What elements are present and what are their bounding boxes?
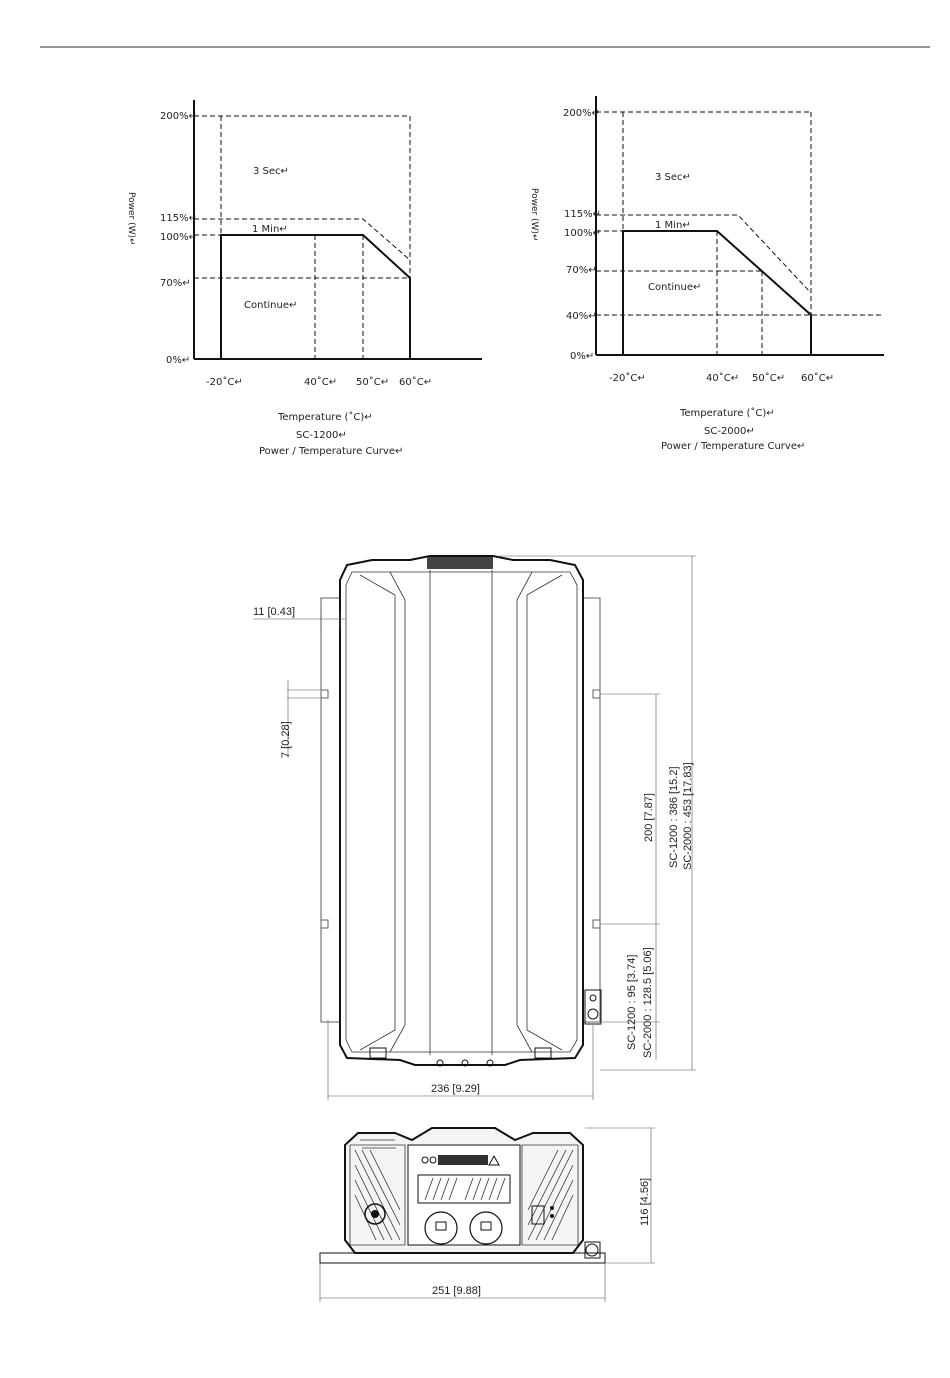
indicator-led: [421, 1156, 429, 1164]
x-axis-label: Temperature (˚C)↵: [277, 411, 373, 423]
y-tick-70: 70%↵: [566, 265, 597, 276]
ac-outlet-pins: [435, 1221, 447, 1231]
x-tick-60: 60˚C↵: [399, 376, 432, 388]
rib-left-outer: [359, 574, 396, 1051]
y-tick-200: 200%↵: [563, 108, 600, 119]
dim-body-width: 236 [9.29]: [431, 1083, 480, 1095]
bottom-tab-left: [369, 1047, 387, 1059]
power-temperature-chart-sc2000: Power (W)↵ 200%↵ 115%↵ 100%↵ 70%↵ 40%↵ 0…: [529, 96, 884, 452]
vent-slots: [417, 1174, 511, 1204]
ac-outlet-left: [424, 1211, 458, 1245]
x-tick-60: 60˚C↵: [801, 372, 834, 384]
status-led: [550, 1214, 554, 1218]
top-view-drawing: 11 [0.43] 7 [0.28] 200 [7.87] SC-1200 : …: [253, 555, 696, 1100]
power-button-core: [371, 1210, 379, 1218]
chart-caption: Power / Temperature Curve↵: [661, 441, 805, 452]
y-tick-0: 0%↵: [166, 355, 190, 366]
power-button: [364, 1203, 386, 1225]
y-tick-115: 115%↵: [564, 209, 601, 220]
ac-outlet-right: [469, 1211, 503, 1245]
vent-lines: [424, 1177, 506, 1201]
x-axis-label: Temperature (˚C)↵: [679, 407, 775, 419]
y-axis-label: Power (W)↵: [126, 192, 136, 246]
x-tick-50: 50˚C↵: [356, 376, 389, 388]
y-tick-70: 70%↵: [160, 278, 191, 289]
right-fin-pack: [521, 1144, 579, 1246]
remote-switch: [531, 1205, 545, 1225]
y-tick-115: 115%↵: [160, 213, 197, 224]
region-continue-label: Continue↵: [648, 282, 701, 293]
x-tick-50: 50˚C↵: [752, 372, 785, 384]
series-1min-line: [194, 218, 411, 261]
region-continue-label: Continue↵: [244, 300, 297, 311]
model-label: SC-1200↵: [296, 430, 347, 441]
front-base-plate: [319, 1252, 606, 1264]
ground-terminal-bolt: [587, 1008, 599, 1020]
dim-length-sc1200: SC-1200 : 386 [15.2]: [668, 766, 680, 868]
front-view-drawing: 116 [4.56] 251 [9.88]: [319, 1127, 655, 1302]
rib-right-outer: [526, 574, 563, 1051]
indicator-led: [429, 1156, 437, 1164]
slot-right-bottom: [592, 919, 600, 929]
dim-slot-width: 7 [0.28]: [280, 721, 292, 758]
bottom-bolt: [486, 1059, 494, 1067]
x-tick-minus20: -20˚C↵: [609, 372, 646, 384]
region-3sec-label: 3 Sec↵: [253, 166, 289, 177]
front-ground-tab: [584, 1241, 601, 1259]
y-tick-0: 0%↵: [570, 351, 594, 362]
ground-terminal-bolt-top: [589, 994, 597, 1002]
chart-caption: Power / Temperature Curve↵: [259, 446, 403, 457]
rib-left-inner: [389, 571, 406, 1053]
ground-terminal: [584, 989, 602, 1025]
ac-outlet-pins: [480, 1221, 492, 1231]
power-temperature-chart-sc1200: Power (W)↵ 200%↵ 115%↵ 100%↵ 70%↵ 0%↵ 3 …: [126, 100, 482, 457]
dim-height: 116 [4.56]: [639, 1178, 651, 1226]
dim-mount-sc1200: SC-1200 : 95 [3.74]: [626, 955, 638, 1050]
top-vent: [427, 557, 493, 569]
housing-inner-edge: [345, 571, 578, 1053]
y-axis-label: Power (W)↵: [529, 188, 539, 242]
region-1min-label: 1 Min↵: [252, 224, 288, 235]
bottom-bolt: [436, 1059, 444, 1067]
slot-right-top: [592, 689, 600, 699]
region-1min-label: 1 Min↵: [655, 220, 691, 231]
y-tick-200: 200%↵: [160, 111, 197, 122]
y-tick-100: 100%↵: [564, 228, 601, 239]
series-1min-line: [596, 214, 812, 294]
housing-outline: [339, 555, 584, 1066]
display-strip: [438, 1155, 488, 1165]
y-tick-40: 40%↵: [566, 311, 597, 322]
front-ground-bolt: [585, 1243, 599, 1257]
dim-edge-offset: 11 [0.43]: [253, 606, 295, 618]
bottom-bolt: [461, 1059, 469, 1067]
y-tick-100: 100%↵: [160, 232, 197, 243]
left-fin-pack: [349, 1139, 406, 1246]
dim-slot-spacing: 200 [7.87]: [643, 793, 655, 842]
status-led: [550, 1206, 554, 1210]
x-tick-40: 40˚C↵: [304, 376, 337, 388]
warning-icon: [488, 1154, 500, 1166]
model-label: SC-2000↵: [704, 426, 755, 437]
x-tick-40: 40˚C↵: [706, 372, 739, 384]
dim-base-width: 251 [9.88]: [432, 1285, 481, 1297]
slot-left-bottom: [321, 919, 329, 929]
x-tick-minus20: -20˚C↵: [206, 376, 243, 388]
slot-left-top: [321, 689, 329, 699]
region-3sec-label: 3 Sec↵: [655, 172, 691, 183]
dim-mount-sc2000: SC-2000 : 128.5 [5.06]: [642, 947, 654, 1058]
dim-length-sc2000: SC-2000 : 453 [17.83]: [682, 762, 694, 870]
rib-right-inner: [516, 571, 533, 1053]
bottom-tab-right: [534, 1047, 552, 1059]
